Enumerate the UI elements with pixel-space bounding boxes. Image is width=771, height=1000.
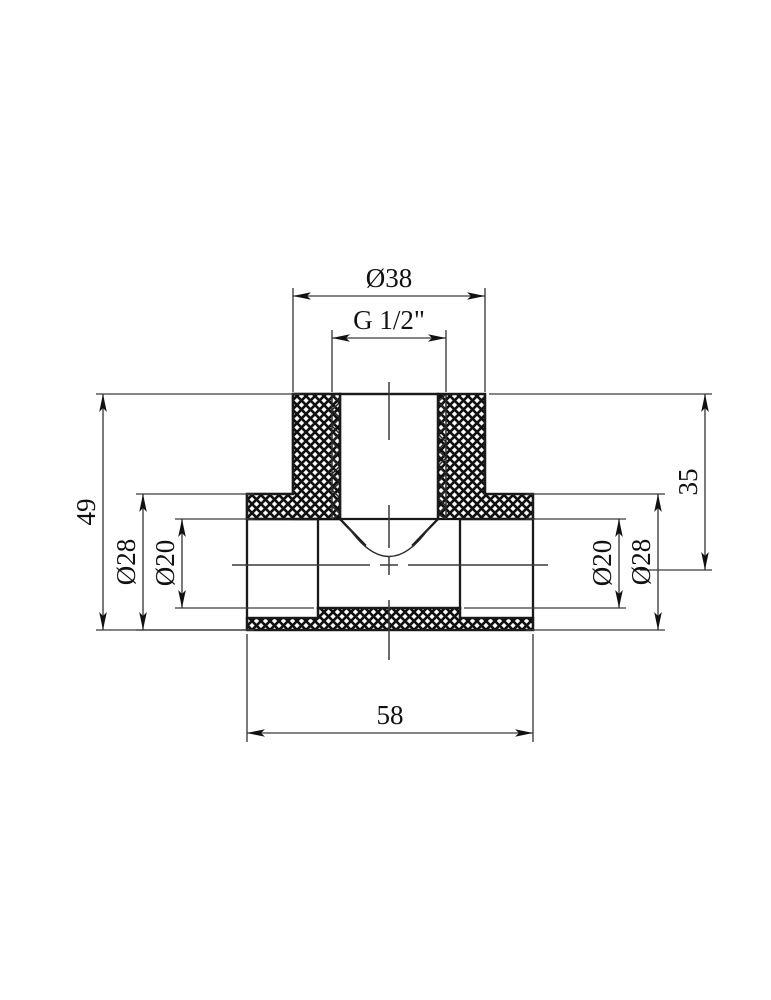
dimension-label-d20-right: Ø20 [587,540,617,587]
dimension-label-d38: Ø38 [366,263,413,293]
arrowhead-d20-right-top [615,519,623,537]
arrowhead-thread-left [332,334,350,342]
dimension-d20-left: Ø20 [150,519,186,608]
internal-thread-profile [330,394,448,519]
arrowhead-d38-left [293,292,311,300]
arrowhead-35-bottom [701,552,709,570]
arrowhead-d28-right-top [654,494,662,512]
arrowhead-d38-right [467,292,485,300]
dimension-label-d20-left: Ø20 [150,540,180,587]
dimension-d20-right: Ø20 [587,519,623,608]
dimension-label-49: 49 [71,499,101,526]
dimension-d28-right: Ø28 [626,494,662,630]
dimension-label-d28-right: Ø28 [626,539,656,586]
dimension-58: 58 [247,700,533,737]
dimension-d28-left: Ø28 [111,494,147,630]
arrowhead-d20-left-top [178,519,186,537]
dimension-49: 49 [71,394,107,630]
extension-lines [96,288,712,742]
arrowhead-49-top [99,394,107,412]
arrowhead-49-bottom [99,612,107,630]
dimension-label-thread: G 1/2" [353,305,425,335]
arrowhead-58-left [247,729,265,737]
dimension-label-d28-left: Ø28 [111,539,141,586]
part-outline [245,392,535,632]
arrowhead-35-top [701,394,709,412]
arrowhead-d20-left-bottom [178,590,186,608]
dimension-lines: Ø38 G 1/2" 49 Ø28 [71,263,709,737]
arrowhead-58-right [515,729,533,737]
dimension-label-35: 35 [673,469,703,496]
center-lines [232,382,548,660]
arrowhead-d28-left-top [139,494,147,512]
arrowhead-d20-right-bottom [615,590,623,608]
arrowhead-d28-right-bottom [654,612,662,630]
dimension-label-58: 58 [377,700,404,730]
fitting-body-section [245,392,535,632]
dimension-35: 35 [673,394,709,570]
arrowhead-d28-left-bottom [139,612,147,630]
dimension-thread: G 1/2" [332,305,446,342]
arrowhead-thread-right [428,334,446,342]
dimension-d38: Ø38 [293,263,485,300]
